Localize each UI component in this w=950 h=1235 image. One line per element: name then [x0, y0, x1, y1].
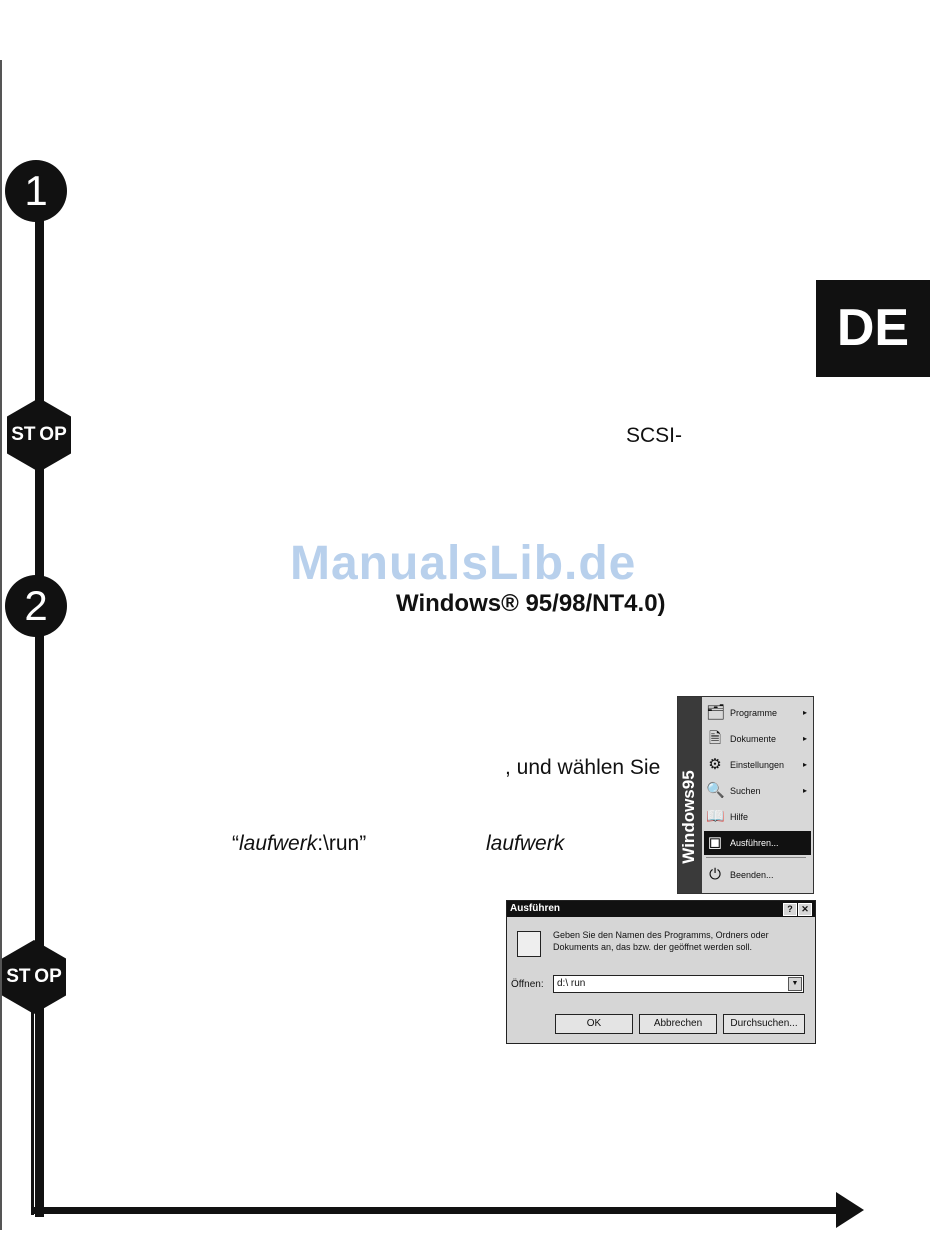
choose-text: , und wählen Sie [505, 756, 661, 779]
step-2-badge: 2 [5, 575, 67, 637]
ok-button[interactable]: OK [555, 1014, 633, 1034]
language-tab: DE [816, 280, 930, 377]
run-dialog-message: Geben Sie den Namen des Programms, Ordne… [553, 930, 769, 952]
menu-item-label: Ausführen... [730, 838, 779, 848]
run-command-drive: laufwerk [239, 832, 318, 855]
menu-item-label: Suchen [730, 786, 761, 796]
menu-item-programme[interactable]: 🗂 Programme ▸ [704, 701, 811, 725]
timeline-secondary-line [31, 1010, 34, 1215]
menu-item-hilfe[interactable]: 📖 Hilfe [704, 805, 811, 829]
step-1-badge: 1 [5, 160, 67, 222]
menu-item-label: Dokumente [730, 734, 777, 744]
open-input-value: d:\ run [557, 978, 586, 989]
open-label: Öffnen: [511, 979, 544, 990]
run-command-rest: :\run” [317, 832, 367, 855]
find-icon: 🔍 [706, 782, 725, 799]
submenu-arrow-icon: ▸ [802, 760, 807, 769]
start-menu-brand-strip: Windows95 [678, 697, 702, 893]
menu-item-ausfuehren[interactable]: ▣ Ausführen... [704, 831, 811, 855]
open-input[interactable]: d:\ run ▼ [553, 975, 804, 993]
watermark: ManualsLib.de [290, 537, 637, 590]
shutdown-icon: ⏻ [709, 866, 721, 883]
chevron-down-icon[interactable]: ▼ [788, 977, 802, 991]
submenu-arrow-icon: ▸ [802, 786, 807, 795]
windows-heading: Windows® 95/98/NT4.0) [396, 590, 666, 617]
laufwerk-text: laufwerk [486, 832, 565, 855]
menu-item-label: Hilfe [730, 812, 749, 822]
documents-icon: 🗎 [708, 730, 722, 747]
menu-item-label: Programme [730, 708, 778, 718]
menu-item-einstellungen[interactable]: ⚙ Einstellungen ▸ [704, 753, 811, 777]
submenu-arrow-icon: ▸ [802, 734, 807, 743]
timeline-arrow-icon [836, 1192, 864, 1228]
help-button[interactable]: ? [783, 903, 797, 916]
quote-open: “ [232, 832, 239, 855]
help-icon: 📖 [706, 808, 725, 825]
menu-item-suchen[interactable]: 🔍 Suchen ▸ [704, 779, 811, 803]
page-edge-line [0, 60, 2, 1230]
start-menu: Windows95 🗂 Programme ▸ 🗎 Dokumente ▸ ⚙ … [677, 696, 814, 894]
submenu-arrow-icon: ▸ [802, 708, 807, 717]
settings-icon: ⚙ [708, 756, 722, 773]
close-button[interactable]: ✕ [798, 903, 812, 916]
menu-item-label: Beenden... [730, 870, 774, 880]
menu-item-beenden[interactable]: ⏻ Beenden... [704, 863, 811, 887]
run-icon [517, 931, 541, 957]
run-icon: ▣ [707, 834, 723, 851]
menu-separator [706, 857, 806, 858]
scsi-text: SCSI- [626, 424, 683, 447]
programs-icon: 🗂 [706, 704, 726, 721]
timeline-vertical-line [35, 195, 44, 1217]
start-menu-brand: Windows95 [679, 770, 698, 864]
run-dialog-titlebar: Ausführen ? ✕ [507, 901, 815, 917]
stop-sign-icon: ST OP [7, 398, 71, 472]
run-command-text: “laufwerk:\run” [232, 832, 366, 856]
stop-sign-icon-2: ST OP [2, 940, 66, 1014]
timeline-horizontal-line [33, 1207, 841, 1214]
browse-button[interactable]: Durchsuchen... [723, 1014, 805, 1034]
menu-item-dokumente[interactable]: 🗎 Dokumente ▸ [704, 727, 811, 751]
run-dialog-title: Ausführen [510, 903, 560, 914]
cancel-button[interactable]: Abbrechen [639, 1014, 717, 1034]
menu-item-label: Einstellungen [730, 760, 785, 770]
run-dialog: Ausführen ? ✕ Geben Sie den Namen des Pr… [506, 900, 816, 1044]
